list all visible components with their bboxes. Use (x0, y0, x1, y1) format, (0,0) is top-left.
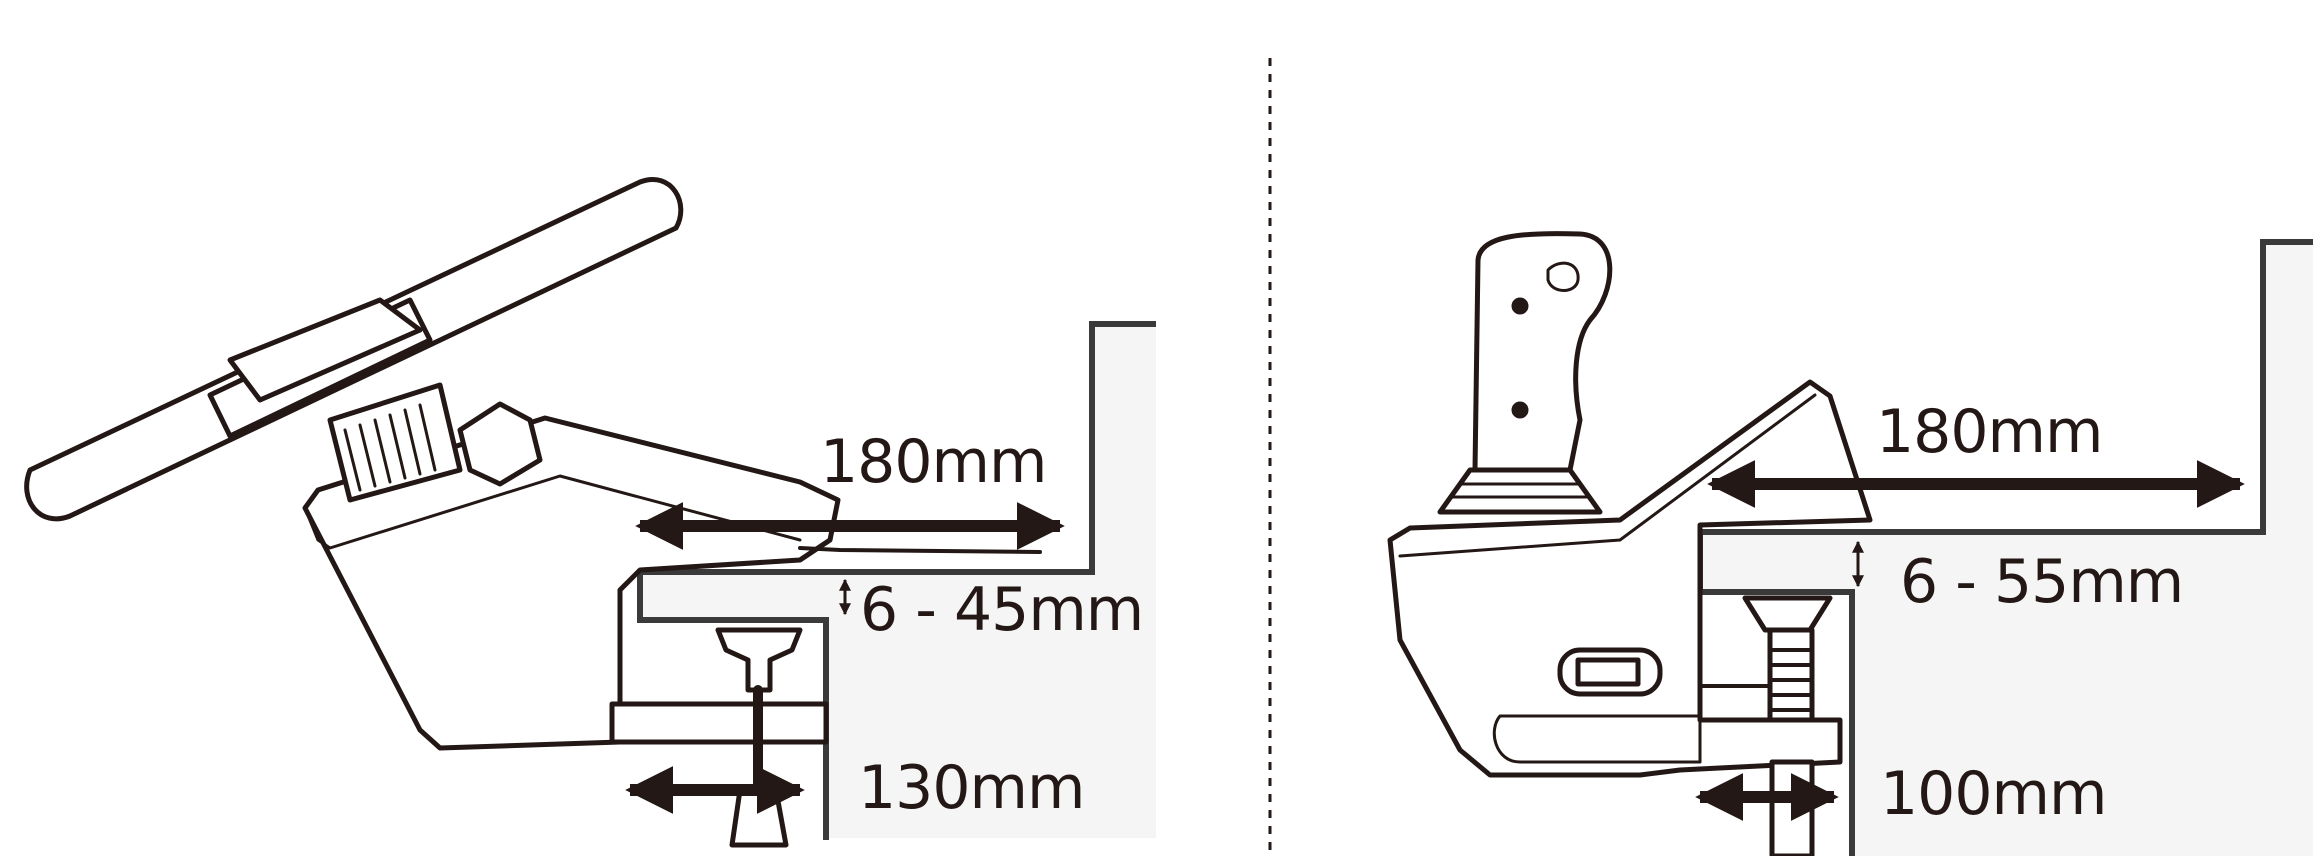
right-panel (1387, 231, 2313, 856)
right-thickness-label: 6 - 55mm (1900, 547, 2184, 617)
left-thickness-label: 6 - 45mm (860, 575, 1144, 645)
left-clamp-depth-label: 130mm (858, 753, 1085, 823)
right-depth-label: 180mm (1876, 397, 2103, 467)
right-dimension-arrows (1695, 460, 2245, 821)
screw-spring (1768, 648, 1814, 712)
left-depth-label: 180mm (820, 427, 1047, 497)
left-dimension-arrows (625, 502, 1065, 814)
right-clamp-depth-label: 100mm (1880, 759, 2107, 829)
left-panel (24, 177, 1156, 848)
hub-ribs (343, 403, 437, 492)
